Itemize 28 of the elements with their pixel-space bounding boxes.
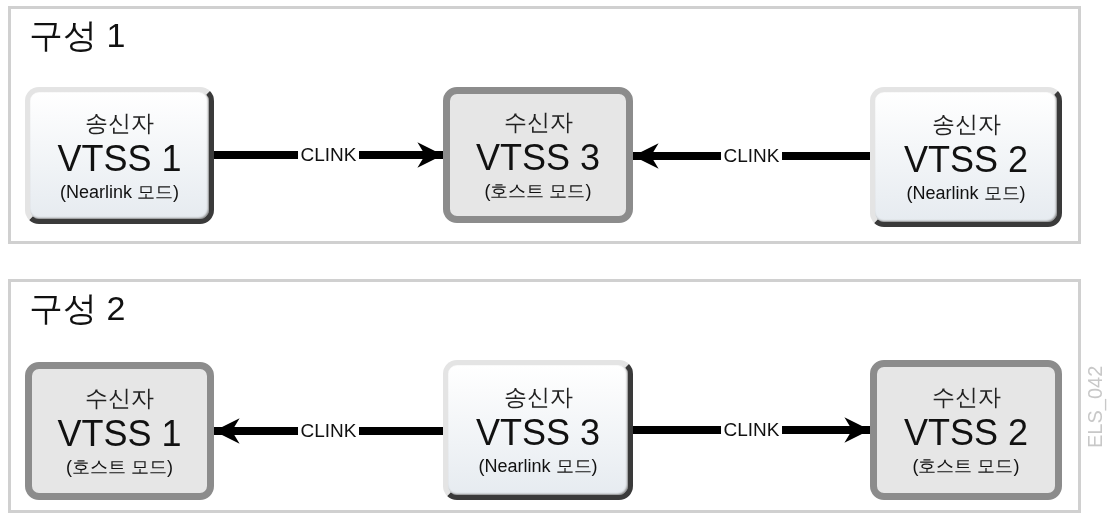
device-name: VTSS 2 [903,412,1029,454]
mode-label: (Nearlink 모드) [60,180,179,204]
mode-label: (Nearlink 모드) [478,455,598,478]
sender-box [870,87,1062,227]
device-name: VTSS 2 [903,139,1029,181]
role-label: 수신자 [85,384,154,413]
role-label: 수신자 [503,108,573,137]
receiver-box [443,87,633,223]
sender-box [443,360,633,500]
role-label: 송신자 [931,110,1001,139]
sender-box [25,87,214,224]
device-name: VTSS 1 [57,413,182,455]
role-label: 수신자 [931,383,1001,412]
receiver-box [25,362,214,500]
device-name: VTSS 3 [475,137,601,179]
role-label: 송신자 [85,108,154,138]
mode-label: (Nearlink 모드) [906,182,1026,205]
panel-frame [8,6,1081,244]
mode-label: (호스트 모드) [484,180,592,203]
device-name: VTSS 3 [475,412,601,454]
panel-title: 구성 1 [29,15,126,55]
receiver-box [870,360,1062,500]
device-name: VTSS 1 [57,137,182,180]
panel-frame [8,279,1081,513]
mode-label: (호스트 모드) [912,455,1020,478]
mode-label: (호스트 모드) [66,456,173,479]
role-label: 송신자 [503,383,573,412]
panel-title: 구성 2 [29,288,126,328]
